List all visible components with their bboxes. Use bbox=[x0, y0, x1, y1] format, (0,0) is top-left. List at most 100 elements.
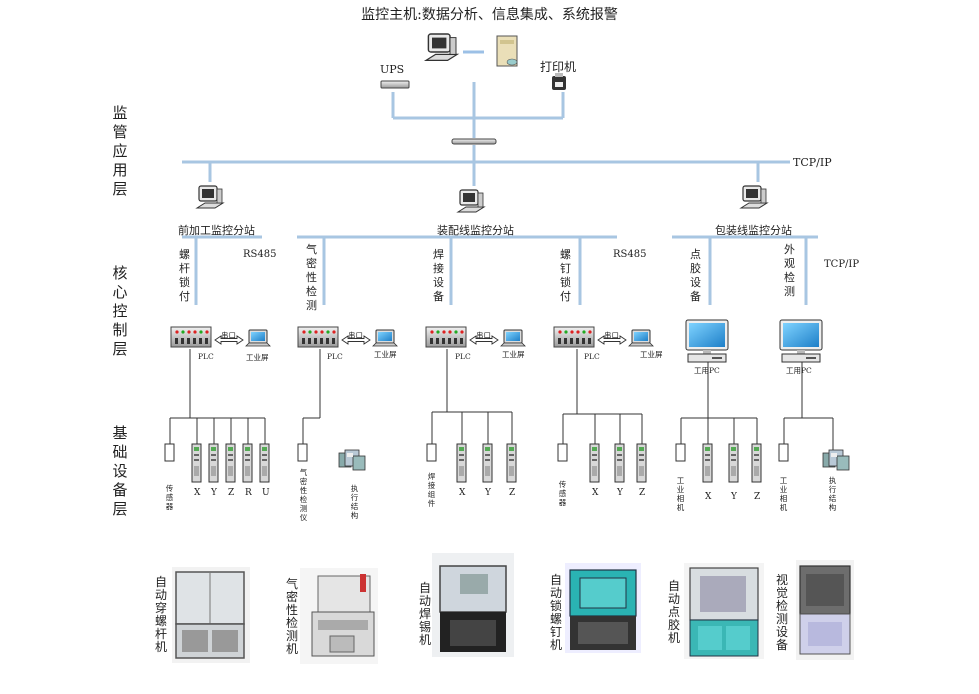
tcpip-main-label: TCP/IP bbox=[793, 156, 832, 169]
sensor-icon bbox=[426, 443, 437, 462]
device-label: 执行结构 bbox=[350, 484, 359, 520]
hmi-label: 工业屏 bbox=[374, 350, 397, 359]
ups-label: UPS bbox=[380, 63, 405, 76]
servo-drive-icon bbox=[636, 443, 647, 483]
plc-icon bbox=[170, 326, 212, 348]
diagram-title: 监控主机:数据分析、信息集成、系统报警 bbox=[361, 7, 618, 23]
server-icon bbox=[496, 35, 518, 67]
rs485-left-label: RS485 bbox=[243, 249, 277, 260]
axis-label: X bbox=[592, 488, 599, 498]
servo-drive-icon bbox=[614, 443, 625, 483]
serial-label: 串口 bbox=[476, 331, 491, 340]
sensor-icon bbox=[297, 443, 308, 462]
machine-nut-locking-image bbox=[565, 563, 641, 653]
switch-icon bbox=[451, 138, 497, 145]
machine-airtight-test-image bbox=[300, 568, 378, 664]
servo-drive-icon bbox=[191, 443, 202, 483]
device-label: 气密性检测仪 bbox=[299, 468, 308, 522]
machine-soldering-image bbox=[432, 553, 514, 657]
servo-drive-icon bbox=[242, 443, 253, 483]
hmi-label: 工业屏 bbox=[246, 353, 269, 362]
servo-drive-icon bbox=[589, 443, 600, 483]
axis-label: Y bbox=[211, 488, 217, 498]
machine-label: 视觉检测设备 bbox=[775, 573, 788, 652]
hmi-label: 工业屏 bbox=[640, 350, 663, 359]
axis-label: Y bbox=[485, 488, 491, 498]
monitor-host-pc-icon bbox=[425, 33, 458, 62]
axis-label: Z bbox=[228, 488, 235, 498]
tcpip-packaging-label: TCP/IP bbox=[824, 259, 860, 270]
station-assembly-label: 装配线监控分站 bbox=[437, 224, 514, 237]
plc-label: PLC bbox=[327, 352, 343, 361]
sensor-icon bbox=[675, 443, 686, 462]
axis-label: X bbox=[459, 488, 466, 498]
industrial-pc-icon bbox=[685, 319, 729, 363]
servo-drive-icon bbox=[506, 443, 517, 483]
device-label: 焊接组件 bbox=[427, 472, 436, 508]
machine-dispensing-image bbox=[684, 563, 764, 659]
servo-drive-icon bbox=[482, 443, 493, 483]
industrial-pc-label: 工用PC bbox=[786, 366, 812, 375]
plc-label: PLC bbox=[455, 352, 471, 361]
printer-label: 打印机 bbox=[540, 60, 577, 74]
servo-drive-icon bbox=[751, 443, 762, 483]
device-label: 工业相机 bbox=[779, 476, 788, 512]
sensor-icon bbox=[164, 443, 175, 462]
servo-drive-icon bbox=[702, 443, 713, 483]
servo-drive-icon bbox=[225, 443, 236, 483]
axis-label: U bbox=[262, 488, 270, 498]
machine-label: 自动穿螺杆机 bbox=[154, 575, 167, 654]
layer-label-core: 核心控制层 bbox=[112, 264, 128, 358]
branch-visual-label: 外观检测 bbox=[784, 243, 795, 298]
machine-visual-inspection-image bbox=[796, 560, 854, 660]
axis-label: Z bbox=[509, 488, 516, 498]
branch-welding-label: 焊接设备 bbox=[433, 248, 444, 303]
industrial-pc-label: 工用PC bbox=[694, 366, 720, 375]
plc-icon bbox=[425, 326, 467, 348]
station-pc-icon bbox=[196, 185, 224, 209]
industrial-pc-icon bbox=[779, 319, 823, 363]
station-pc-icon bbox=[457, 189, 485, 213]
branch-screw-lock-label: 螺杆锁付 bbox=[179, 248, 190, 303]
hmi-label: 工业屏 bbox=[502, 350, 525, 359]
machine-label: 气密性检测机 bbox=[285, 577, 298, 656]
serial-label: 串口 bbox=[348, 331, 363, 340]
servo-drive-icon bbox=[208, 443, 219, 483]
plc-label: PLC bbox=[584, 352, 600, 361]
layer-label-base: 基础设备层 bbox=[112, 424, 128, 518]
ups-icon bbox=[380, 80, 410, 89]
plc-icon bbox=[553, 326, 595, 348]
serial-label: 串口 bbox=[604, 331, 619, 340]
axis-label: Y bbox=[731, 492, 737, 502]
axis-label: R bbox=[245, 488, 252, 498]
sensor-icon bbox=[778, 443, 789, 462]
machine-label: 自动锁螺钉机 bbox=[549, 573, 562, 652]
station-pre-processing-label: 前加工监控分站 bbox=[178, 224, 255, 237]
branch-airtight-label: 气密性检测 bbox=[306, 243, 317, 312]
axis-label: Y bbox=[617, 488, 623, 498]
axis-label: Z bbox=[754, 492, 761, 502]
plc-label: PLC bbox=[198, 352, 214, 361]
actuator-icon bbox=[822, 449, 850, 471]
laptop-icon bbox=[500, 329, 526, 347]
servo-drive-icon bbox=[456, 443, 467, 483]
laptop-icon bbox=[372, 329, 398, 347]
laptop-icon bbox=[628, 329, 654, 347]
serial-label: 串口 bbox=[221, 331, 236, 340]
device-label: 执行结构 bbox=[828, 476, 837, 512]
device-label: 工业相机 bbox=[676, 476, 685, 512]
branch-dispensing-label: 点胶设备 bbox=[690, 248, 701, 303]
station-packaging-label: 包装线监控分站 bbox=[715, 224, 792, 237]
station-pc-icon bbox=[740, 185, 768, 209]
device-label: 传感器 bbox=[558, 480, 567, 507]
machine-screw-threading-image bbox=[172, 567, 250, 663]
axis-label: X bbox=[194, 488, 201, 498]
axis-label: Z bbox=[639, 488, 646, 498]
printer-icon bbox=[552, 73, 566, 90]
actuator-icon bbox=[338, 449, 366, 471]
axis-label: X bbox=[705, 492, 712, 502]
servo-drive-icon bbox=[259, 443, 270, 483]
machine-label: 自动焊锡机 bbox=[418, 581, 431, 647]
sensor-icon bbox=[557, 443, 568, 462]
